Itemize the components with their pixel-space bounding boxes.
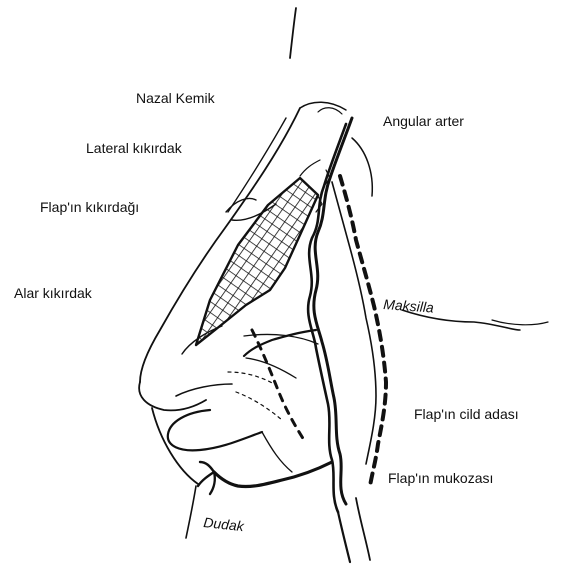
label-angular-arter: Angular arter (383, 113, 464, 129)
label-flap-cild-adasi: Flap'ın cild adası (414, 406, 519, 422)
label-nazal-kemik: Nazal Kemik (136, 90, 216, 106)
label-dudak: Dudak (203, 514, 246, 534)
label-flap-kikirdagi: Flap'ın kıkırdağı (40, 199, 139, 215)
face-profile-outline (139, 8, 548, 410)
label-flap-mukozasi: Flap'ın mukozası (388, 470, 493, 486)
label-maksilla: Maksilla (383, 296, 435, 316)
label-lateral-kikirdak: Lateral kıkırdak (86, 140, 183, 156)
nostril-and-alar-base (152, 326, 292, 538)
label-alar-kikirdak: Alar kıkırdak (14, 285, 93, 301)
